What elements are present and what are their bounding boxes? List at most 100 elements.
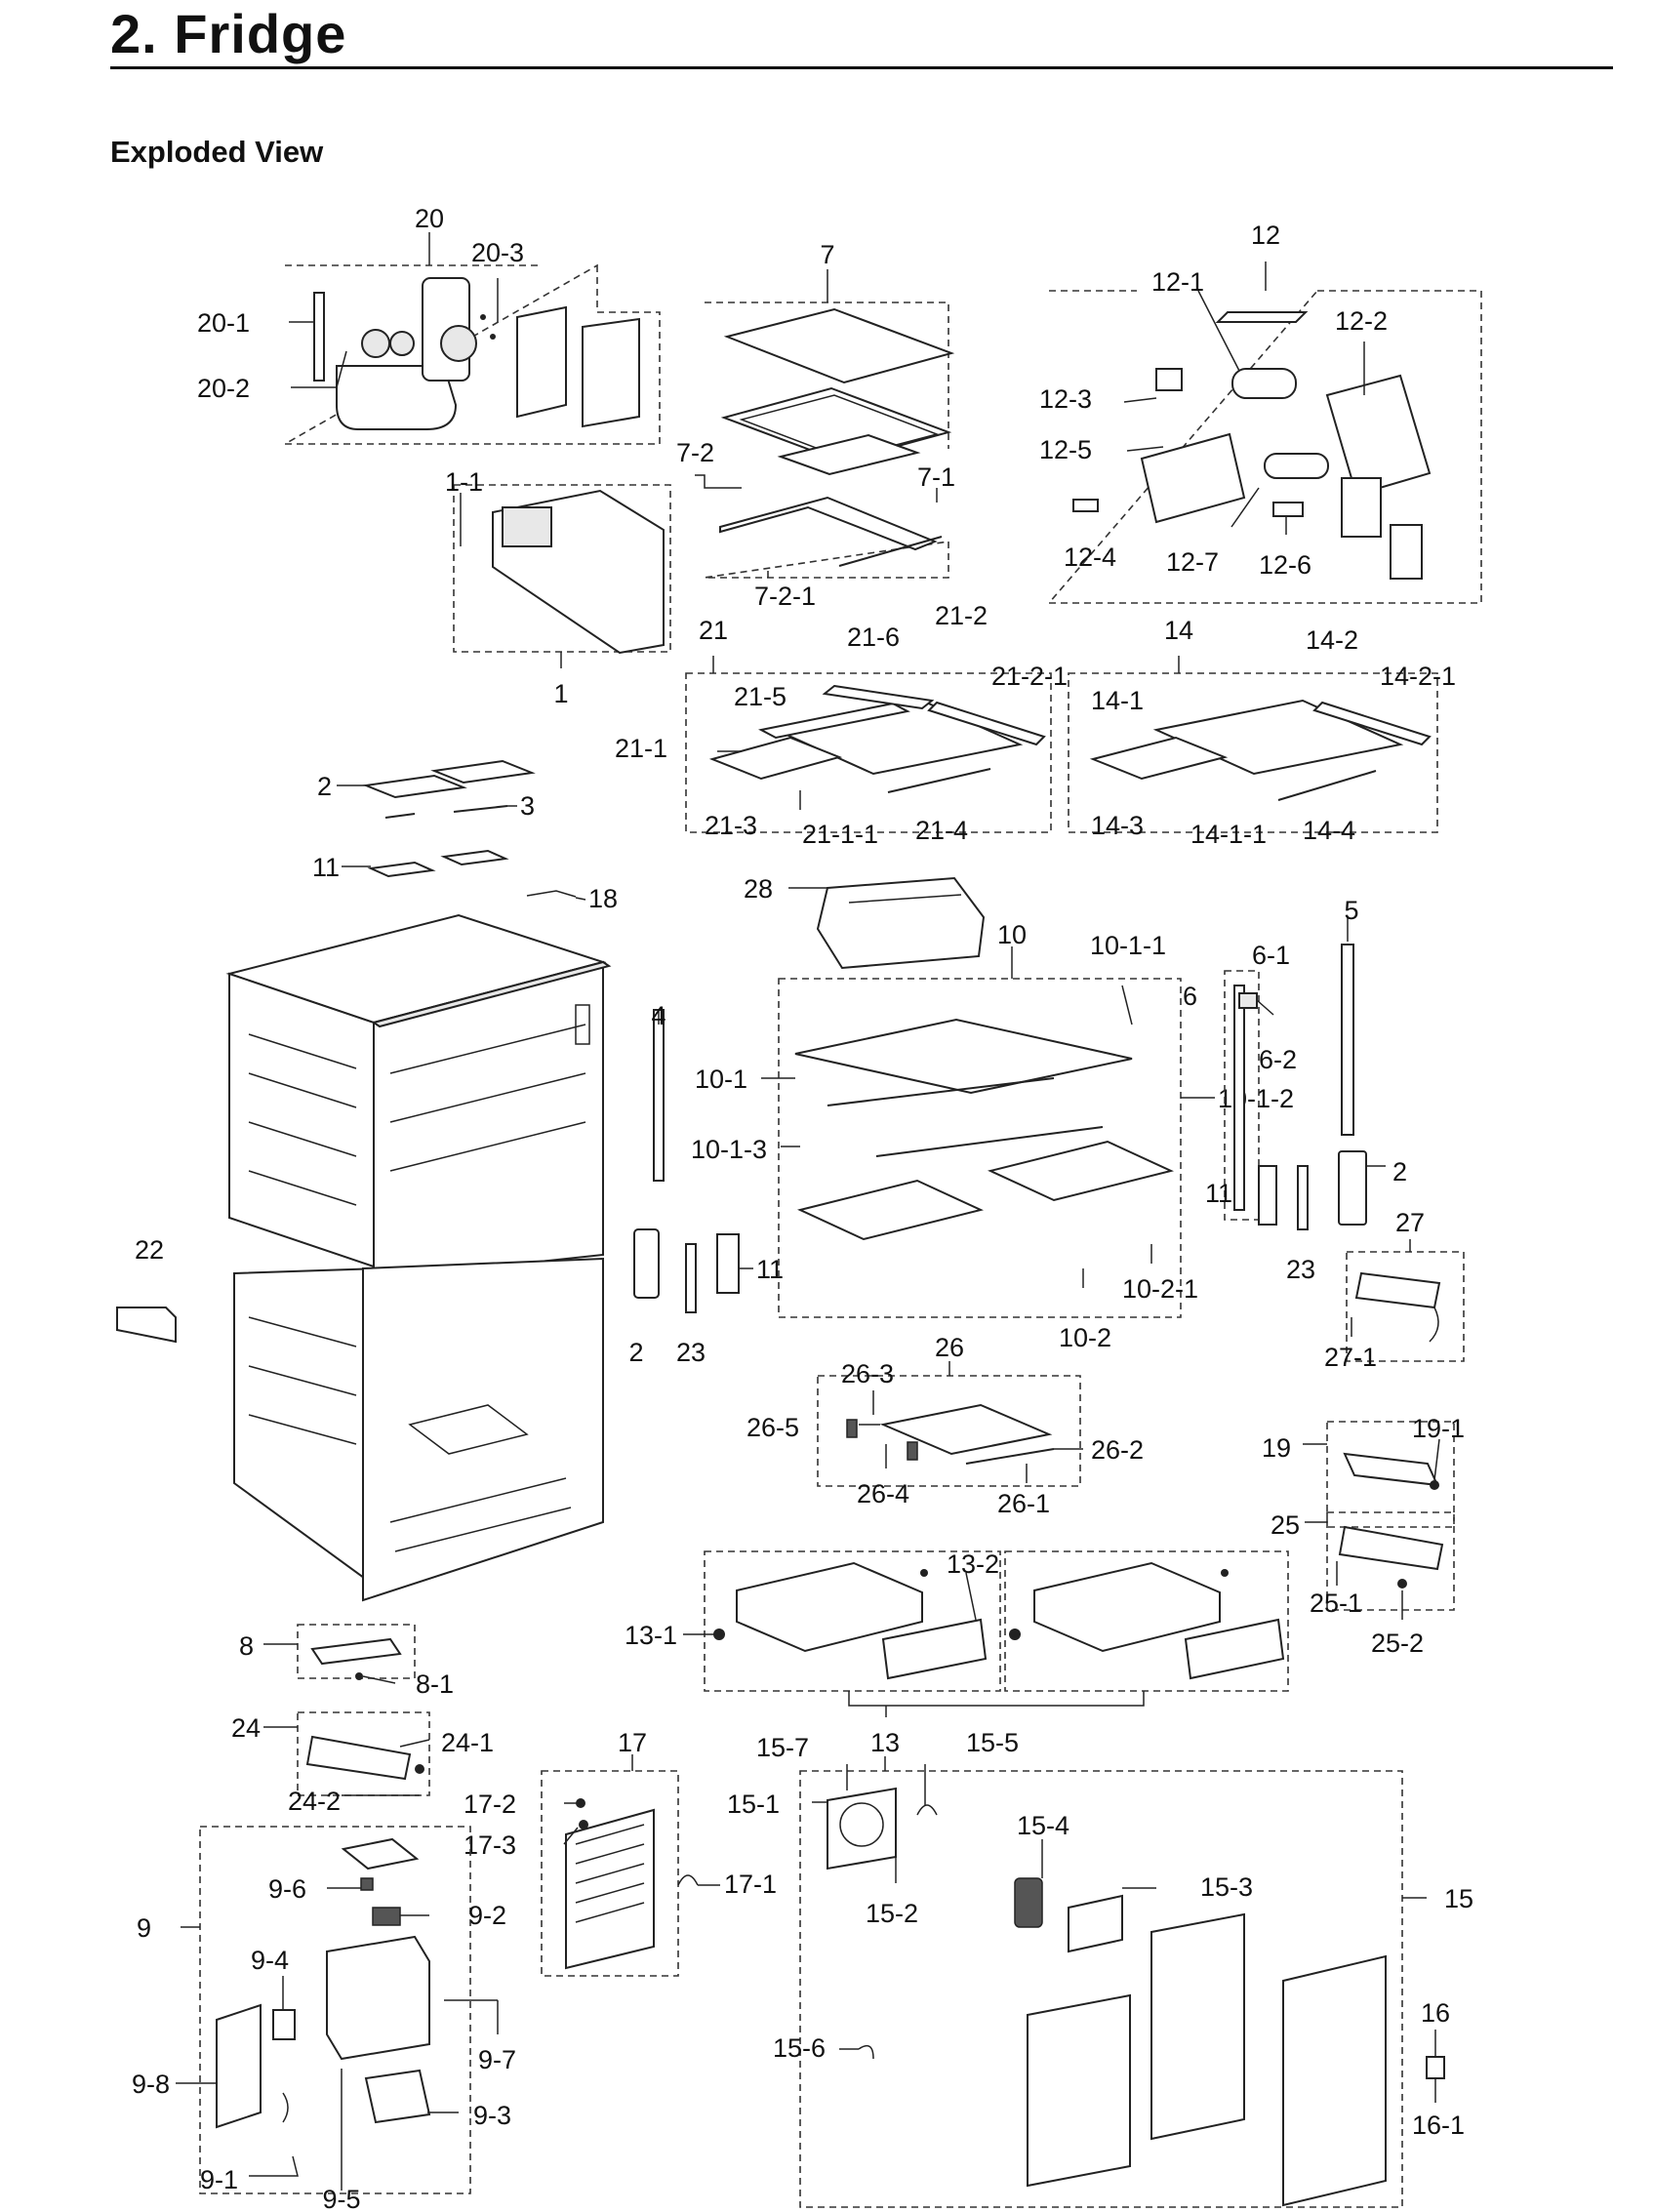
label-10: 10: [997, 920, 1027, 949]
group-22: 22: [116, 1235, 177, 1344]
part-11-left: [716, 1233, 740, 1294]
label-28: 28: [744, 874, 773, 904]
label-24-1: 24-1: [441, 1728, 494, 1757]
part-23-right: [1297, 1165, 1309, 1230]
label-16: 16: [1421, 1998, 1450, 2028]
label-27-1: 27-1: [1324, 1343, 1377, 1372]
part-12-bracket: [1215, 311, 1309, 323]
label-8: 8: [239, 1631, 254, 1661]
part-21-2-1: [927, 701, 1046, 746]
part-12-tube: [1264, 453, 1329, 479]
part-12-7-board: [1140, 432, 1246, 524]
label-10-1: 10-1: [695, 1065, 747, 1094]
cabinet: [225, 913, 612, 1602]
label-5: 5: [1344, 896, 1358, 925]
part-14-1: [1089, 736, 1229, 781]
label-20-3: 20-3: [471, 238, 524, 267]
part-10-1-glass: [794, 1018, 1133, 1095]
label-14-1-1: 14-1-1: [1190, 820, 1267, 849]
label-1-1: 1-1: [445, 467, 483, 497]
label-10-2: 10-2: [1059, 1323, 1111, 1352]
top-vents: 2 3 11 18: [312, 759, 618, 913]
label-15: 15: [1444, 1884, 1473, 1913]
part-21-5: [758, 702, 910, 740]
label-3: 3: [520, 791, 535, 821]
label-9-4: 9-4: [251, 1946, 289, 1975]
label-21-3: 21-3: [705, 811, 757, 840]
label-14-3: 14-3: [1091, 811, 1144, 840]
part-7-glass: [723, 307, 955, 384]
part-17-evaporator: [565, 1808, 655, 1970]
group-4: 4 2 23 11: [628, 1001, 784, 1367]
label-12-1: 12-1: [1151, 267, 1204, 297]
label-10-1-2: 10-1-2: [1218, 1084, 1294, 1113]
label-21-6: 21-6: [847, 623, 900, 652]
part-27: [1354, 1271, 1441, 1309]
part-12-cap: [1390, 524, 1423, 580]
part-21-6: [822, 684, 935, 710]
part-20-wheel: [440, 325, 477, 362]
label-9-1: 9-1: [200, 2165, 238, 2194]
label-21: 21: [699, 616, 728, 645]
group-14: 14 14-2 14-2-1 14-1 14-3 14-1-1 14-4: [1068, 616, 1456, 849]
group-15: 15 15-7 15-5 15-1 15-2 15-4 15-3 15-6: [727, 1728, 1473, 2208]
part-10-tray-a: [797, 1179, 984, 1241]
label-14-2: 14-2: [1306, 625, 1358, 655]
group-7: 7 7-2 7-1 7-2-1: [676, 240, 955, 611]
group-10: 10 10-1-1 10-1 10-1-2 10-1-3 10-2-1 10-2: [691, 920, 1294, 1352]
label-6-2: 6-2: [1259, 1045, 1297, 1074]
part-16: [1426, 2056, 1445, 2079]
part-14-2-1: [1312, 701, 1432, 746]
part-15-3: [1068, 1894, 1123, 1953]
part-25: [1338, 1525, 1444, 1571]
label-26-3: 26-3: [841, 1359, 894, 1388]
group-28: 28: [744, 874, 986, 970]
label-26-5: 26-5: [746, 1413, 799, 1442]
part-2-vent-a: [362, 774, 467, 799]
label-9-5: 9-5: [322, 2185, 360, 2212]
label-15-7: 15-7: [756, 1733, 809, 1762]
part-7-trim: [777, 433, 921, 476]
label-9-7: 9-7: [478, 2045, 516, 2074]
label-14: 14: [1164, 616, 1193, 645]
label-21-1: 21-1: [615, 734, 667, 763]
label-25-1: 25-1: [1310, 1589, 1362, 1618]
group-21: 21 21-6 21-2 21-2-1 21-5 21-1 21-3 21-1-…: [615, 601, 1068, 849]
part-28-bin: [816, 876, 986, 970]
part-12-2-board: [1325, 374, 1432, 497]
label-20: 20: [415, 204, 444, 233]
label-25-2: 25-2: [1371, 1629, 1424, 1658]
part-22: [116, 1307, 177, 1344]
label-9-6: 9-6: [268, 1874, 306, 1904]
group-19-25: 19 19-1 25 25-1 25-2: [1262, 1414, 1465, 1658]
part-20-cover-a: [516, 305, 567, 419]
label-21-2-1: 21-2-1: [991, 662, 1068, 691]
label-11-top: 11: [312, 853, 340, 882]
label-20-1: 20-1: [197, 308, 250, 338]
label-7-2-1: 7-2-1: [754, 582, 816, 611]
label-27: 27: [1395, 1208, 1425, 1237]
label-10-2-1: 10-2-1: [1122, 1274, 1198, 1304]
part-20-1: [313, 292, 325, 382]
group-26: 26 26-3 26-5 26-2 26-4 26-1: [746, 1333, 1144, 1518]
part-15-4: [1014, 1877, 1043, 1928]
label-6-1: 6-1: [1252, 941, 1290, 970]
part-6: [1233, 985, 1245, 1211]
label-10-1-3: 10-1-3: [691, 1135, 767, 1164]
label-26-4: 26-4: [857, 1479, 909, 1508]
label-9-3: 9-3: [473, 2101, 511, 2130]
label-13: 13: [870, 1728, 900, 1757]
group-12: 12 12-1 12-2 12-3 12-5 12-4 12-7 12-6: [1039, 221, 1482, 604]
label-12-2: 12-2: [1335, 306, 1388, 336]
part-11-a: [367, 861, 436, 878]
group-1: 1-1 1: [445, 467, 671, 708]
part-11-right: [1258, 1165, 1277, 1226]
label-26: 26: [935, 1333, 964, 1362]
label-9: 9: [137, 1913, 151, 1943]
label-21-1-1: 21-1-1: [802, 820, 878, 849]
part-12-3: [1155, 368, 1183, 391]
label-17-3: 17-3: [464, 1830, 516, 1860]
label-12-4: 12-4: [1064, 543, 1116, 572]
label-11-right: 11: [1205, 1179, 1232, 1208]
